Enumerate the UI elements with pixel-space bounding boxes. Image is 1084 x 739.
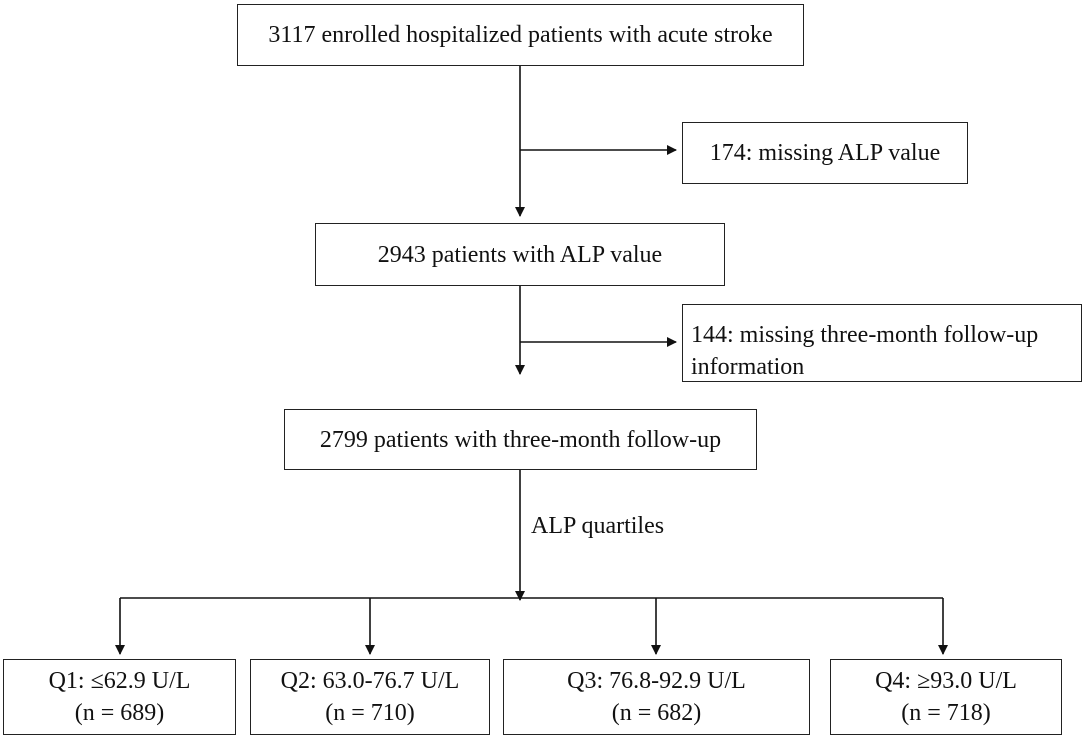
quartile-box-q3: Q3: 76.8-92.9 U/L (n = 682) <box>503 659 810 735</box>
quartile-count: (n = 718) <box>901 700 991 726</box>
excluded-followup-box: 144: missing three-month follow-up infor… <box>682 304 1082 382</box>
quartile-range: Q3: 76.8-92.9 U/L <box>567 668 746 694</box>
quartile-count: (n = 682) <box>611 700 702 726</box>
with-alp-box: 2943 patients with ALP value <box>315 223 725 286</box>
split-label: ALP quartiles <box>531 513 665 539</box>
quartile-count: (n = 710) <box>325 700 415 726</box>
quartile-range: Q4: ≥93.0 U/L <box>875 668 1017 694</box>
quartile-range: Q1: ≤62.9 U/L <box>48 668 191 694</box>
quartile-count: (n = 689) <box>74 700 165 726</box>
quartile-box-q1: Q1: ≤62.9 U/L (n = 689) <box>3 659 236 735</box>
enrolled-box: 3117 enrolled hospitalized patients with… <box>237 4 804 66</box>
quartile-range: Q2: 63.0-76.7 U/L <box>280 668 460 694</box>
with-followup-box: 2799 patients with three-month follow-up <box>284 409 757 470</box>
quartile-box-q2: Q2: 63.0-76.7 U/L (n = 710) <box>250 659 490 735</box>
quartile-box-q4: Q4: ≥93.0 U/L (n = 718) <box>830 659 1062 735</box>
excluded-alp-box: 174: missing ALP value <box>682 122 968 184</box>
